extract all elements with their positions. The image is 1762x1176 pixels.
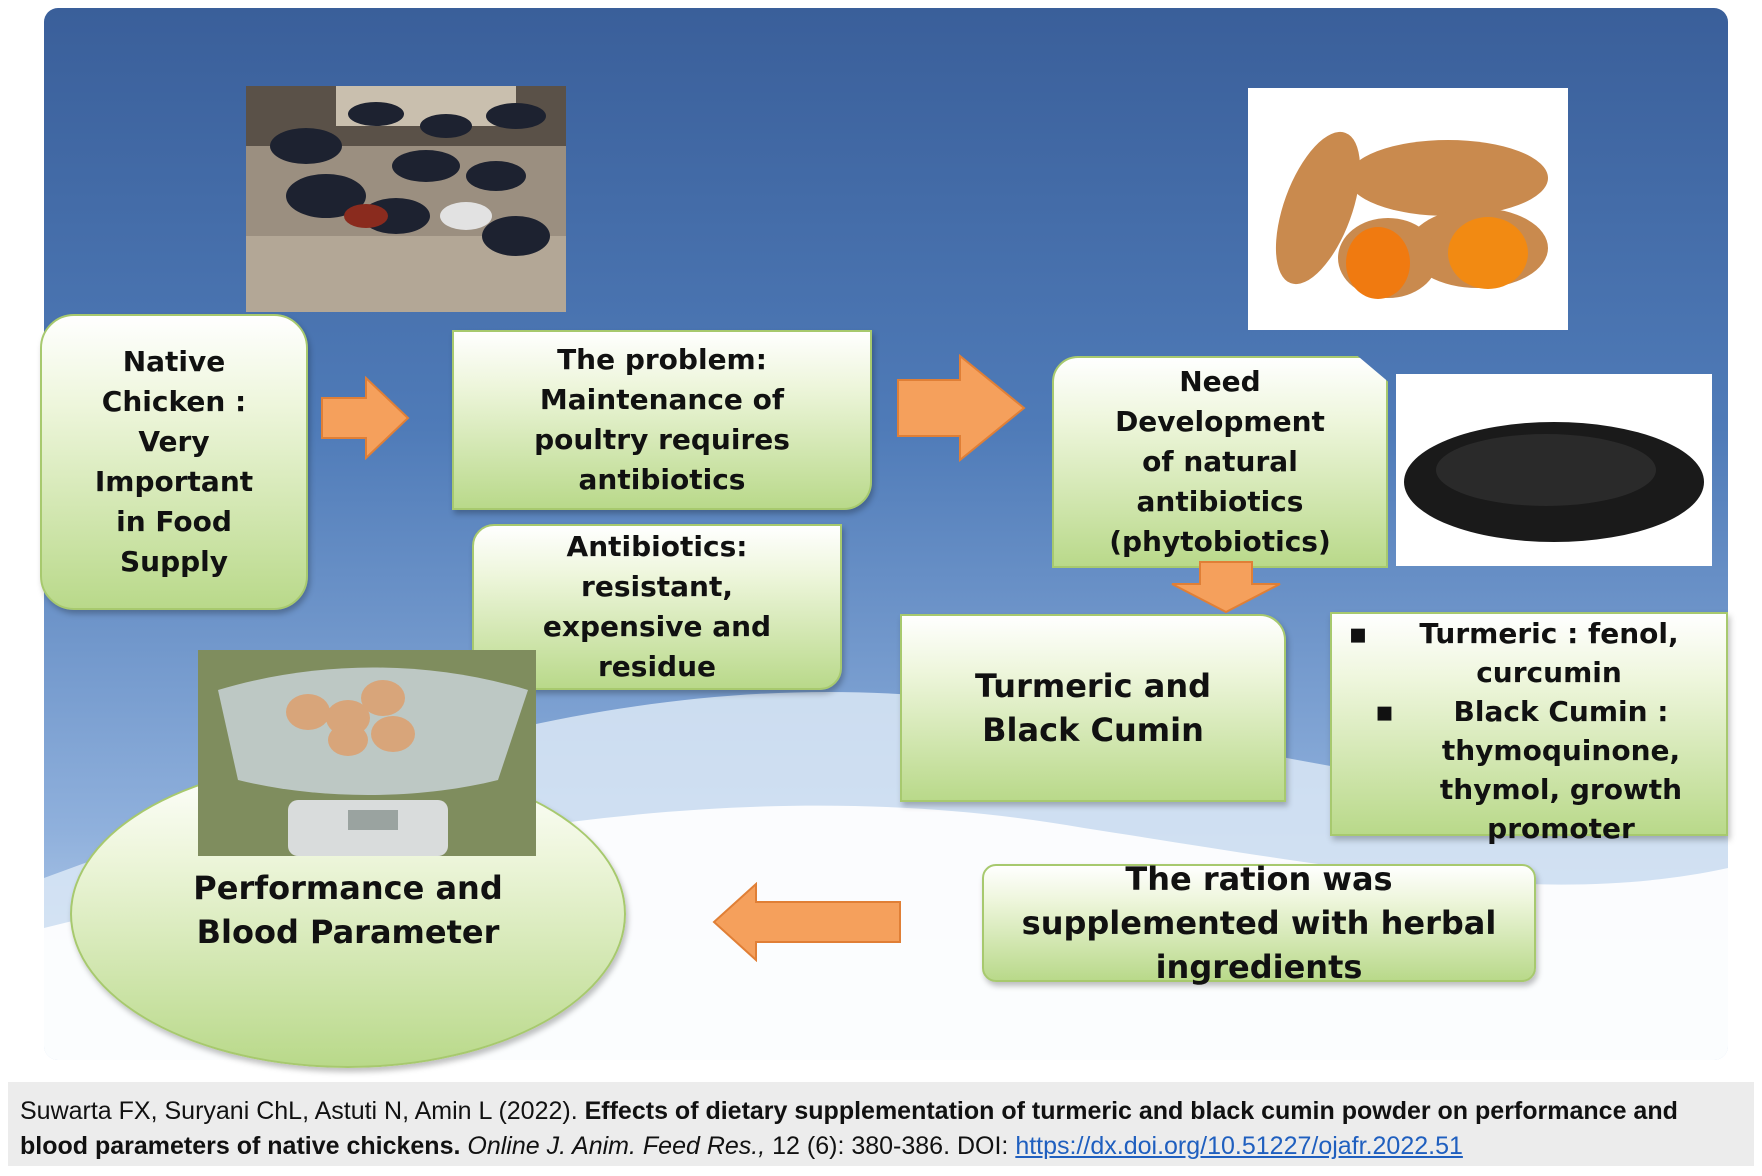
need-development-box: Need Development of natural antibiotics … <box>1052 356 1388 568</box>
native-chicken-box: Native Chicken : Very Important in Food … <box>40 314 308 610</box>
arrow-right-icon <box>897 354 1026 462</box>
turmeric-black-cumin-box: Turmeric and Black Cumin <box>900 614 1286 802</box>
arrow-left-icon <box>712 882 901 962</box>
eggs-on-scale-photo-overlay <box>198 650 536 856</box>
black-cumin-seeds-photo <box>1396 374 1712 566</box>
citation-caption: Suwarta FX, Suryani ChL, Astuti N, Amin … <box>8 1082 1754 1166</box>
citation-authors: Suwarta FX, Suryani ChL, Astuti N, Amin … <box>20 1097 578 1125</box>
citation-volume: 12 (6): 380-386. DOI: <box>772 1132 1009 1160</box>
arrow-right-icon <box>321 376 410 460</box>
bullet-icon: ▪ <box>1375 695 1394 728</box>
need-development-label: Need Development of natural antibiotics … <box>1109 365 1331 558</box>
problem-label: The problem: Maintenance of poultry requ… <box>534 343 790 496</box>
compound-text-turmeric: Turmeric : fenol, curcumin <box>1419 617 1679 689</box>
doi-link[interactable]: https://dx.doi.org/10.51227/ojafr.2022.5… <box>1015 1132 1463 1160</box>
compounds-box: ▪ Turmeric : fenol, curcumin ▪ Black Cum… <box>1330 612 1728 845</box>
performance-label: Performance and Blood Parameter <box>193 869 503 951</box>
compound-text-black-cumin: Black Cumin : thymoquinone, thymol, grow… <box>1439 695 1683 845</box>
arrow-down-icon <box>1171 561 1281 614</box>
native-chicken-label: Native Chicken : Very Important in Food … <box>94 345 254 578</box>
bullet-icon: ▪ <box>1348 617 1368 650</box>
citation-title: Effects of dietary supplementation of tu… <box>20 1097 1678 1160</box>
turmeric-photo <box>1248 88 1568 330</box>
ration-label: The ration was supplemented with herbal … <box>1021 860 1497 986</box>
problem-box: The problem: Maintenance of poultry requ… <box>452 330 872 510</box>
antibiotics-label: Antibiotics: resistant, expensive and re… <box>542 530 772 683</box>
compound-item-black-cumin: ▪ Black Cumin : thymoquinone, thymol, gr… <box>1338 692 1720 848</box>
ration-box: The ration was supplemented with herbal … <box>982 860 1536 986</box>
citation-journal: Online J. Anim. Feed Res., <box>467 1132 766 1160</box>
chickens-photo <box>246 86 566 312</box>
compound-item-turmeric: ▪ Turmeric : fenol, curcumin <box>1338 614 1720 692</box>
turmeric-black-cumin-label: Turmeric and Black Cumin <box>974 667 1212 749</box>
